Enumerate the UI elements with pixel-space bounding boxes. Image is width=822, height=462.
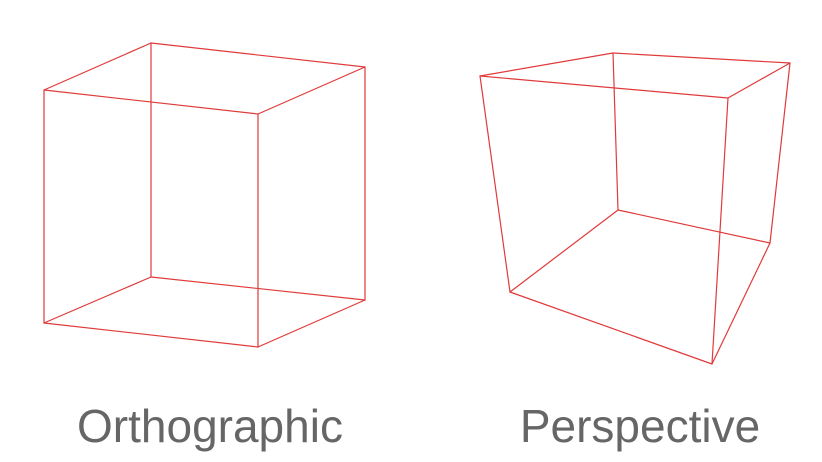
persp-front-bottom-edge [509, 291, 713, 365]
ortho-connect-top-right [257, 66, 366, 115]
persp-connect-bottom-right [711, 242, 771, 365]
persp-back-bottom-edge [617, 209, 771, 244]
persp-front-top-edge [479, 75, 729, 99]
ortho-front-bottom-edge [43, 322, 259, 348]
ortho-connect-top-left [43, 42, 152, 91]
ortho-front-top-edge [43, 89, 259, 115]
persp-back-left-edge [612, 52, 619, 211]
persp-back-top-edge [612, 52, 791, 64]
orthographic-caption: Orthographic [77, 400, 343, 452]
ortho-back-top-edge [150, 42, 366, 68]
perspective-caption: Perspective [519, 400, 761, 452]
persp-front-right-edge [711, 97, 729, 365]
ortho-connect-bottom-left [43, 276, 152, 324]
persp-back-right-edge [769, 62, 791, 244]
persp-connect-top-left [479, 52, 614, 77]
persp-connect-bottom-left [509, 209, 619, 293]
persp-connect-top-right [727, 62, 791, 99]
ortho-connect-bottom-right [257, 299, 366, 348]
persp-front-left-edge [479, 75, 511, 293]
